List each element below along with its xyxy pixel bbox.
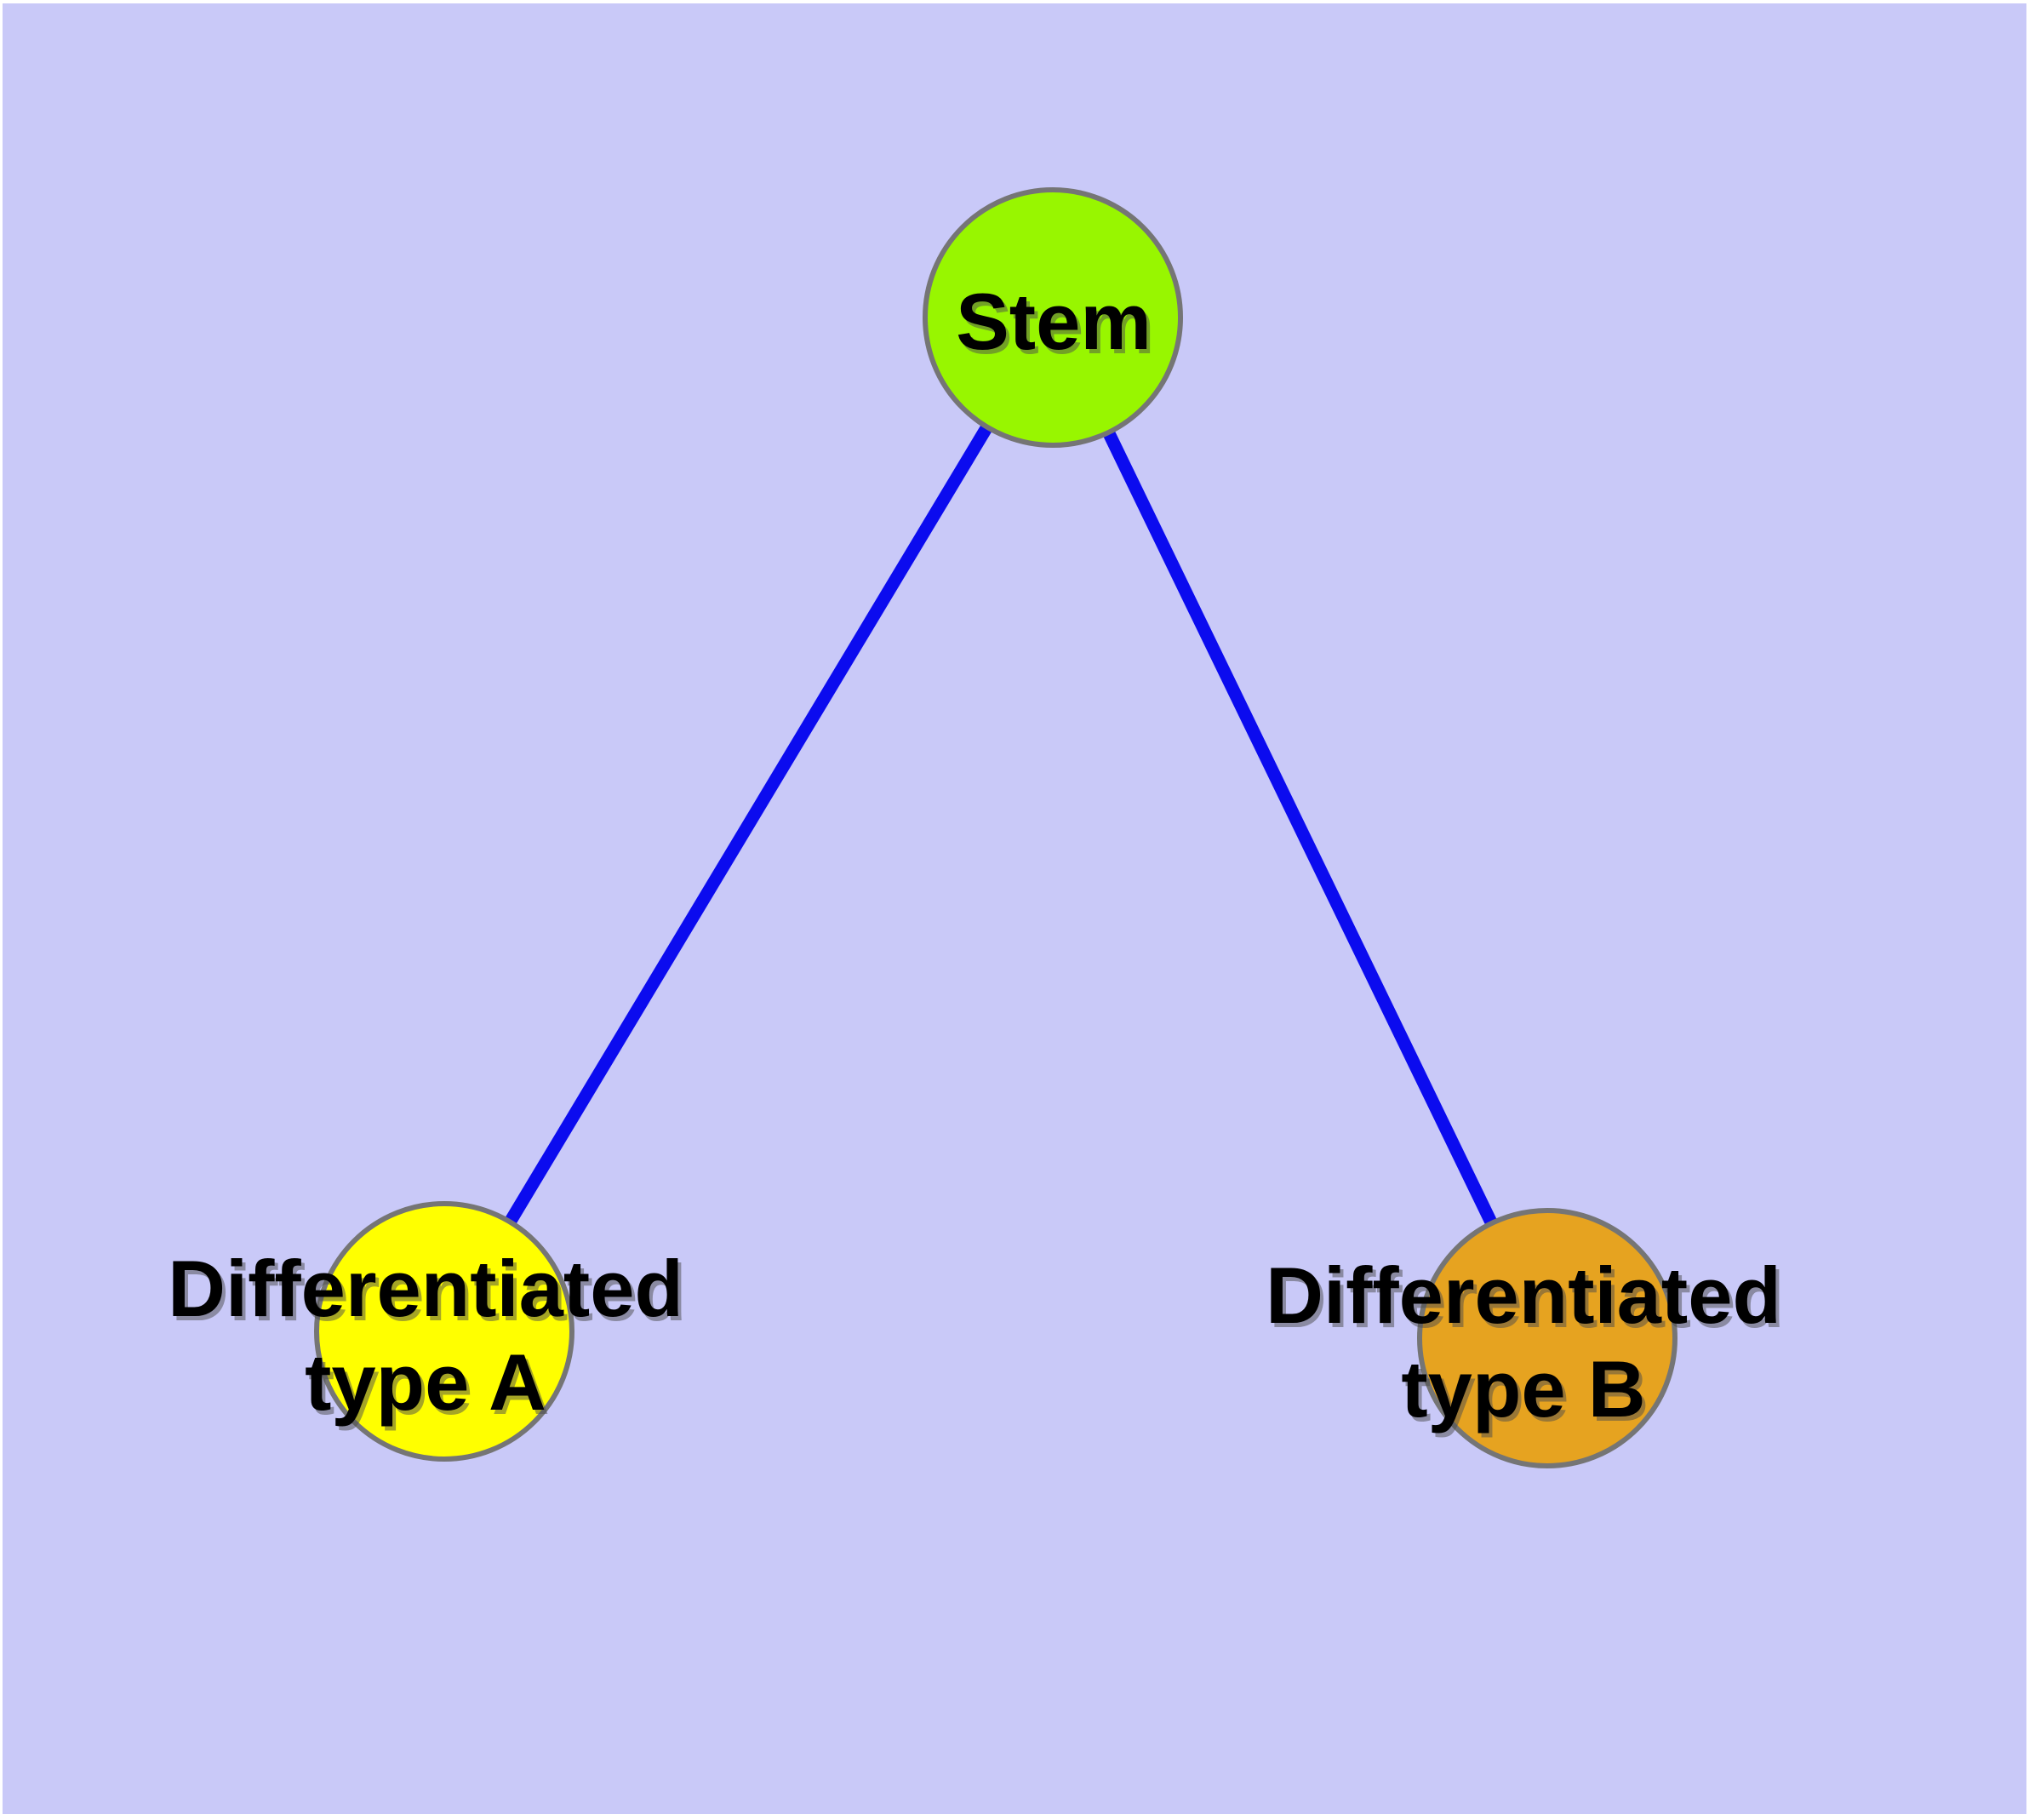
nodes-layer bbox=[314, 187, 1677, 1468]
node-label-stem: Stem bbox=[956, 277, 1152, 366]
node-diff-a bbox=[314, 1201, 574, 1462]
node-label-shadow-diff-b: Differentiated bbox=[1269, 1255, 1785, 1344]
node-label-diff-b: Differentiated bbox=[1266, 1251, 1781, 1340]
node-label-diff-a: type A bbox=[305, 1337, 546, 1427]
edge-stem-diff-b bbox=[1047, 314, 1553, 1342]
node-stem bbox=[923, 187, 1183, 448]
node-label-shadow-diff-a: Differentiated bbox=[171, 1248, 687, 1337]
node-label-shadow-stem: Stem bbox=[959, 281, 1155, 370]
edges-layer bbox=[438, 314, 1553, 1342]
node-label-diff-b: type B bbox=[1401, 1344, 1645, 1434]
node-label-diff-a: Differentiated bbox=[168, 1244, 683, 1333]
node-label-shadow-diff-b: type B bbox=[1404, 1348, 1649, 1438]
node-label-shadow-diff-a: type A bbox=[308, 1342, 550, 1431]
labels-layer: StemStemDifferentiatedDifferentiatedtype… bbox=[168, 277, 1785, 1438]
edge-stem-diff-a bbox=[438, 314, 1059, 1335]
node-diff-b bbox=[1417, 1208, 1677, 1468]
